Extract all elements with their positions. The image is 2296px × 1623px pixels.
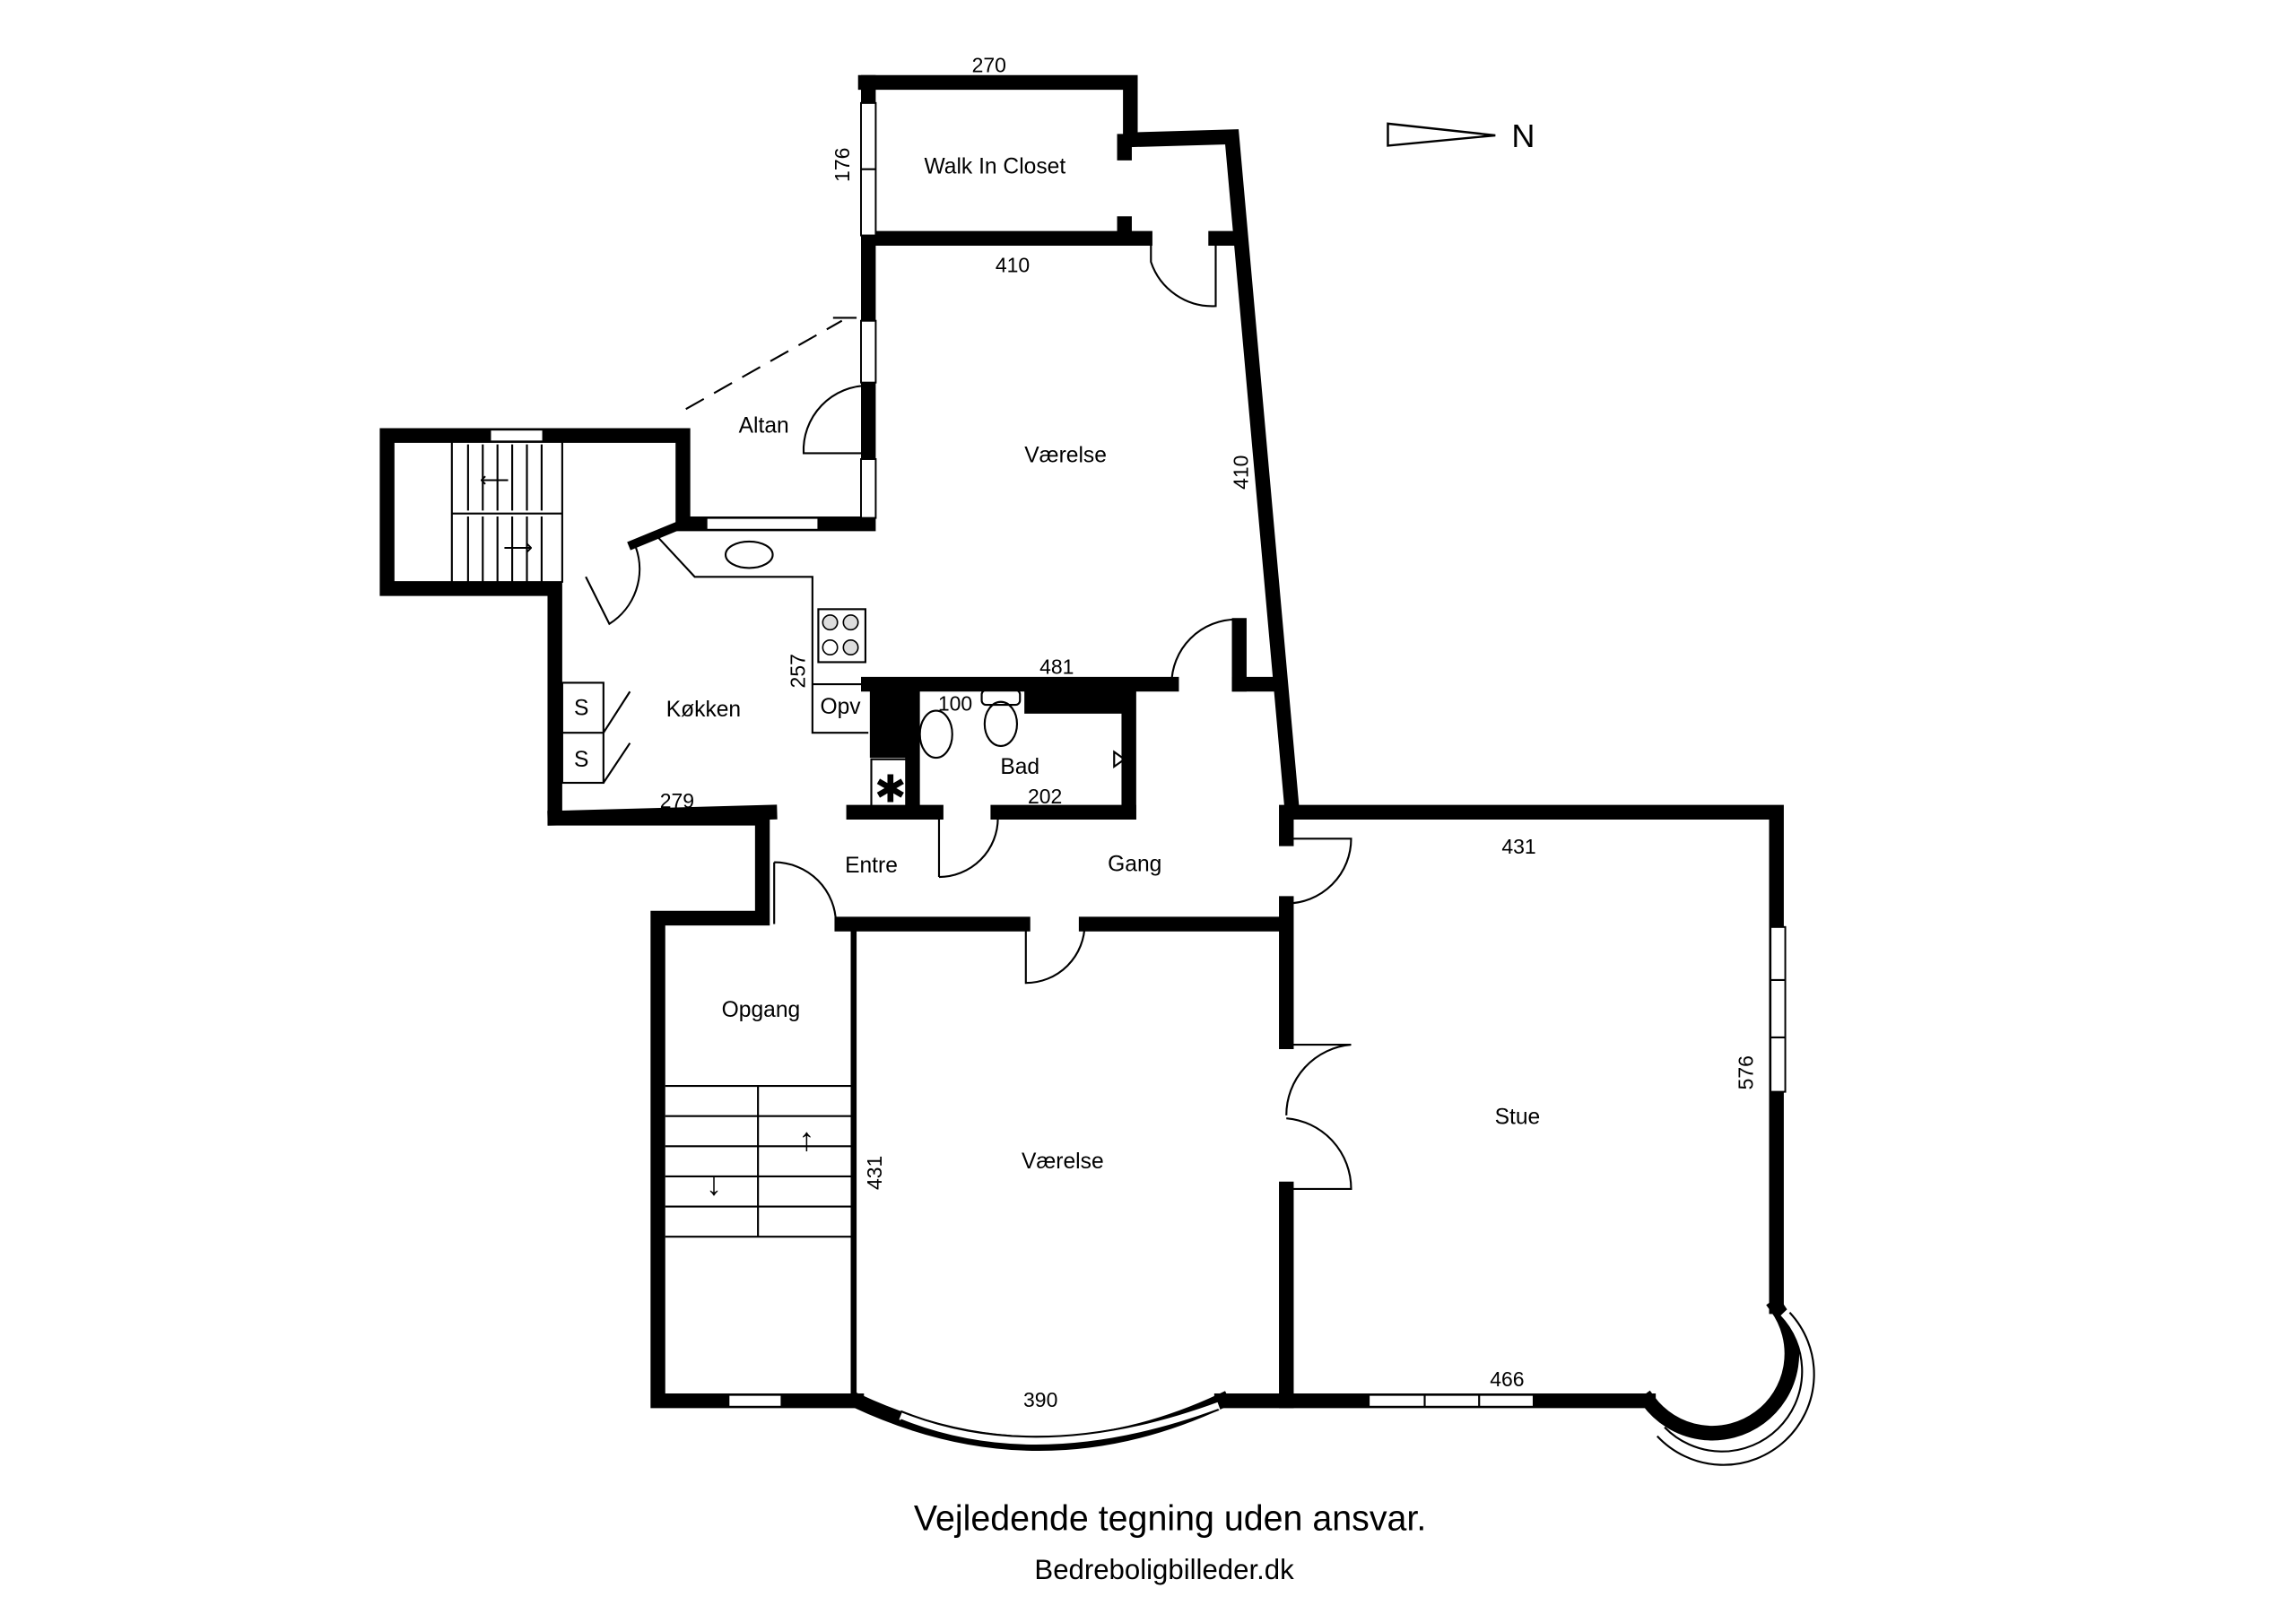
room-labels: Walk In Closet Værelse Altan Køkken Opv … [574, 155, 1540, 1174]
room-opgang: Opgang [722, 998, 801, 1022]
room-gang: Gang [1108, 852, 1161, 876]
fixtures: ✱ [561, 534, 1126, 811]
cabinet-s1: S [574, 697, 588, 721]
dim-stue-top: 431 [1501, 835, 1535, 858]
north-arrow: N [1387, 117, 1535, 154]
room-bad: Bad [1000, 755, 1039, 779]
cabinet-s2: S [574, 748, 588, 772]
room-vaerelse-bottom: Værelse [1022, 1150, 1104, 1174]
stove-icon [817, 608, 866, 664]
north-label: N [1511, 117, 1535, 154]
dim-kokken-height: 257 [787, 654, 810, 688]
room-vaerelse-top: Værelse [1024, 443, 1107, 467]
dim-kokken-width: 279 [660, 789, 694, 812]
stairs-top: ⟵ ⟶ [450, 441, 563, 583]
dim-bad-width: 202 [1028, 785, 1062, 808]
dim-vaerelse-top-height: 410 [1230, 456, 1253, 490]
sink-icon [724, 540, 774, 569]
room-stue: Stue [1495, 1106, 1541, 1130]
dim-vaerelse-top-width: 410 [996, 254, 1030, 277]
toilet-icon [983, 700, 1019, 748]
ventilation-icon: ✱ [874, 768, 907, 811]
stair-arrow-up-icon: ↑ [798, 1121, 814, 1158]
room-kokken: Køkken [666, 698, 741, 722]
shower-icon [1113, 750, 1126, 769]
dim-stue-height: 576 [1734, 1055, 1757, 1089]
stair-arrow-right-icon: ⟶ [503, 536, 533, 560]
dim-vaerelse-bottom-width: 390 [1023, 1388, 1057, 1411]
credit-text: Bedreboligbilleder.dk [1034, 1554, 1294, 1585]
dim-vaerelse-top-bottom: 481 [1039, 655, 1074, 679]
room-entre: Entre [845, 854, 898, 878]
dim-stue-bottom: 466 [1490, 1367, 1524, 1391]
stair-arrow-down-icon: ↓ [706, 1165, 722, 1202]
room-opv: Opv [820, 695, 861, 719]
dim-closet-width: 270 [972, 53, 1006, 76]
doors [585, 242, 1352, 1190]
interior-walls [547, 134, 1294, 1409]
stair-arrow-left-icon: ⟵ [480, 468, 509, 491]
stairs-bottom: ↓ ↑ [665, 1084, 854, 1238]
washbasin-icon [918, 709, 953, 759]
outer-walls [379, 74, 1800, 1451]
dimension-labels: 270 176 410 410 481 257 279 100 202 431 … [660, 53, 1758, 1410]
disclaimer-text: Vejledende tegning uden ansvar. [914, 1499, 1426, 1539]
dim-bad-small: 100 [938, 692, 972, 716]
room-altan: Altan [739, 413, 789, 438]
dim-vaerelse-bottom-height: 431 [863, 1156, 886, 1190]
room-walk-in-closet: Walk In Closet [924, 155, 1065, 179]
dim-closet-height: 176 [831, 148, 854, 182]
windows [489, 101, 1815, 1466]
